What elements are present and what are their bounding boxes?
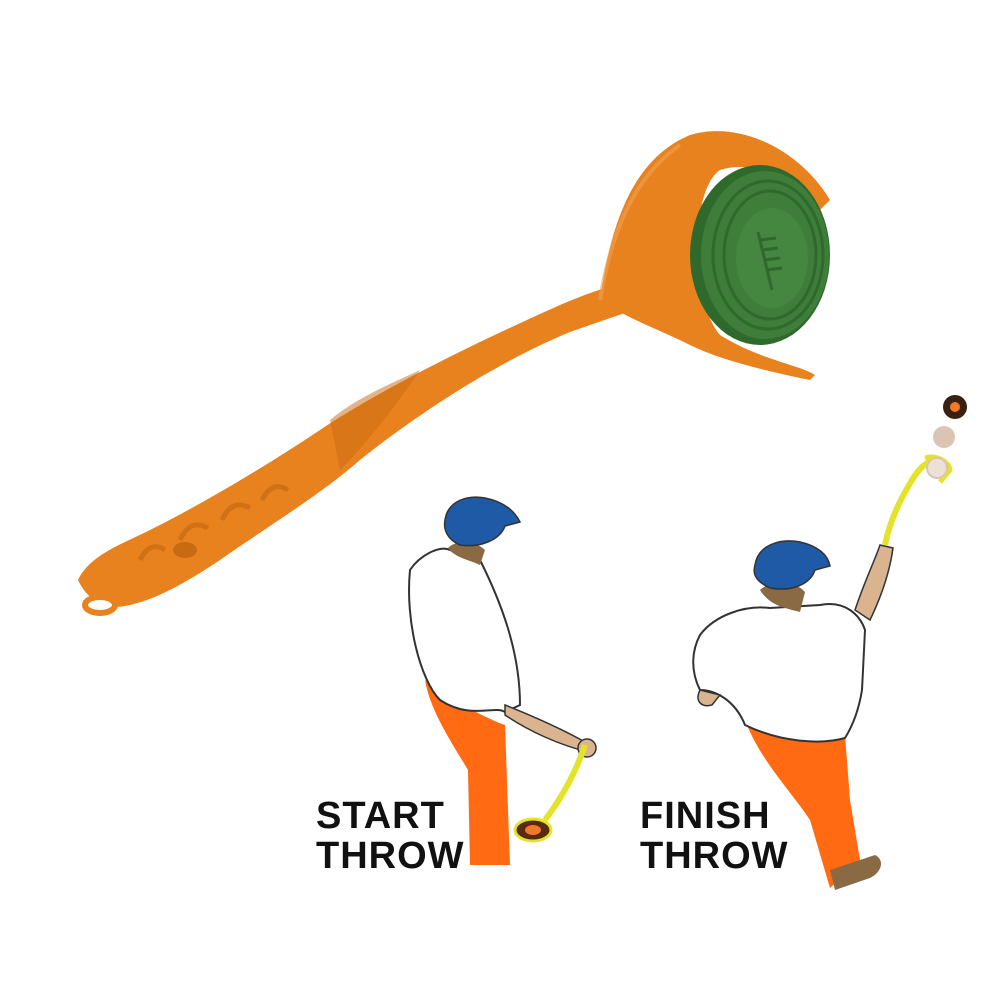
pants (745, 720, 860, 888)
finish-caption-line2: THROW (640, 835, 789, 877)
clay-target (690, 165, 830, 345)
shirt (692, 603, 867, 743)
shoe (830, 855, 882, 890)
lanyard-loop (82, 594, 118, 616)
thrower-cradle (600, 131, 830, 380)
start-throw-caption: START THROW (316, 796, 465, 876)
shirt (408, 547, 522, 714)
raised-arm (854, 544, 894, 622)
clay-finish-mid (933, 426, 955, 448)
start-caption-line1: START (316, 795, 445, 837)
pants (425, 680, 510, 865)
yellow-thrower (882, 457, 936, 546)
thrower-handle (78, 272, 690, 607)
clay-finish-faded (926, 457, 948, 479)
finish-throw-figure (692, 395, 967, 890)
arm (504, 703, 590, 754)
finish-caption-line1: FINISH (640, 795, 771, 837)
yellow-thrower (542, 744, 588, 822)
cap (443, 496, 522, 547)
cap (753, 540, 831, 590)
grip-hole (173, 542, 197, 558)
grip-ridges (137, 484, 290, 562)
arrow-stripes-logo (756, 231, 783, 291)
hand-thrower-product (78, 131, 830, 616)
start-throw-figure (408, 496, 597, 865)
finish-throw-caption: FINISH THROW (640, 796, 789, 876)
start-caption-line2: THROW (316, 835, 465, 877)
